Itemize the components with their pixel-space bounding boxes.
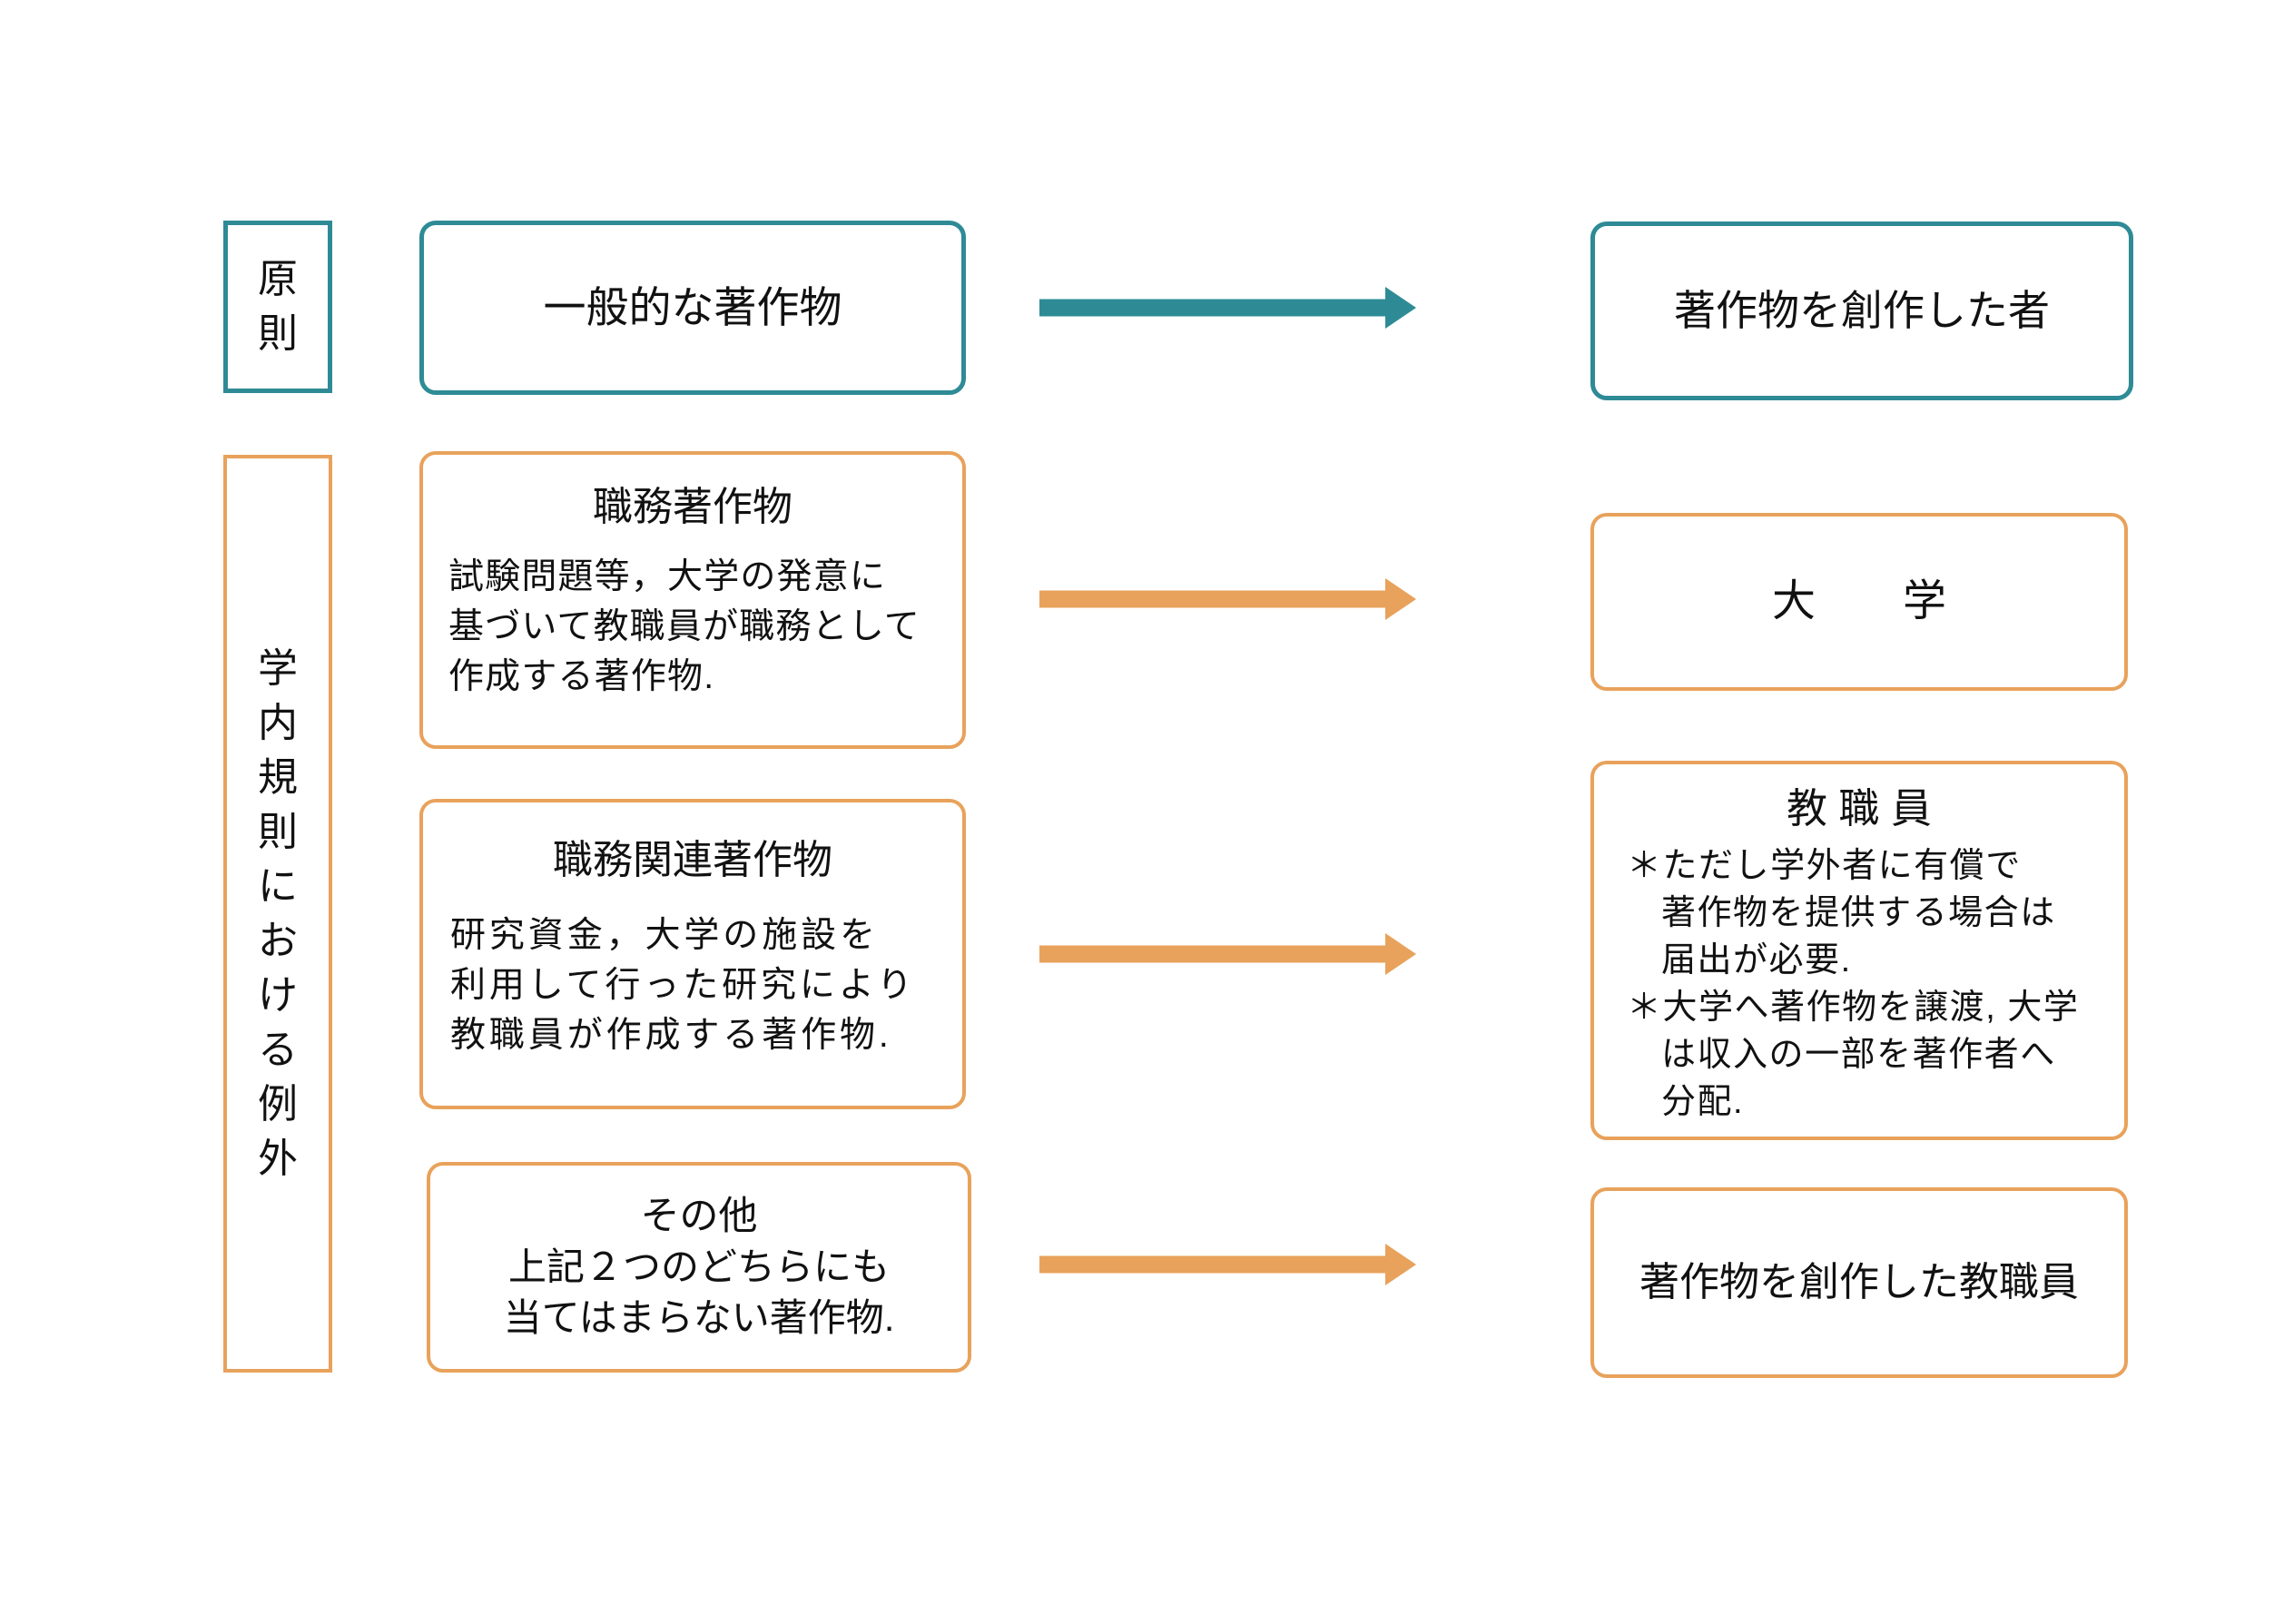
work-related-box: 職務関連著作物 研究資金，大学の施設を 利用して行った研究により 教職員が作成す…	[419, 799, 966, 1109]
principle-label: 原則	[258, 257, 298, 356]
university-label: 大 学	[1771, 577, 1946, 626]
work-for-hire-body: 試験問題等，大学の発意に 基づいて教職員が職務として 作成する著作物.	[448, 556, 920, 696]
general-work-label: 一般的な著作物	[543, 282, 842, 331]
staff-title: 教 職 員	[1786, 785, 1932, 832]
exception-label-box: 学内規則における例外	[223, 455, 332, 1373]
work-for-hire-box: 職務著作物 試験問題等，大学の発意に 基づいて教職員が職務として 作成する著作物…	[419, 451, 966, 749]
university-box: 大 学	[1590, 513, 2128, 691]
work-related-title: 職務関連著作物	[553, 838, 832, 882]
creator-box: 著作物を創作した者	[1590, 221, 2133, 400]
other-box: その他 上記２つのどちらにも 当てはまらない著作物.	[427, 1162, 971, 1373]
arrow-right-icon	[1039, 578, 1416, 620]
work-related-body: 研究資金，大学の施設を 利用して行った研究により 教職員が作成する著作物.	[450, 915, 916, 1055]
exception-label: 学内規則における例外	[258, 645, 298, 1181]
other-title: その他	[640, 1195, 758, 1238]
other-body: 上記２つのどちらにも 当てはまらない著作物.	[503, 1245, 895, 1339]
arrow-right-icon	[1039, 1244, 1416, 1285]
staff-box: 教 職 員 ＊ただし学外者に有償で 著作物を提供する場合は 届出が必要. ＊大学…	[1590, 761, 2128, 1140]
staff-creator-label: 著作物を創作した教職員	[1639, 1259, 2079, 1304]
arrow-right-icon	[1039, 287, 1416, 329]
staff-note-2: ＊大学へ著作物を譲渡, 大学 は収入の一部を著作者へ 分配.	[1627, 989, 2080, 1121]
principle-label-box: 原則	[223, 221, 332, 393]
work-for-hire-title: 職務著作物	[593, 485, 793, 529]
general-work-box: 一般的な著作物	[419, 221, 966, 395]
creator-label: 著作物を創作した者	[1674, 286, 2050, 334]
staff-creator-box: 著作物を創作した教職員	[1590, 1187, 2128, 1378]
staff-note-1: ＊ただし学外者に有償で 著作物を提供する場合は 届出が必要.	[1627, 847, 2056, 979]
arrow-right-icon	[1039, 933, 1416, 975]
